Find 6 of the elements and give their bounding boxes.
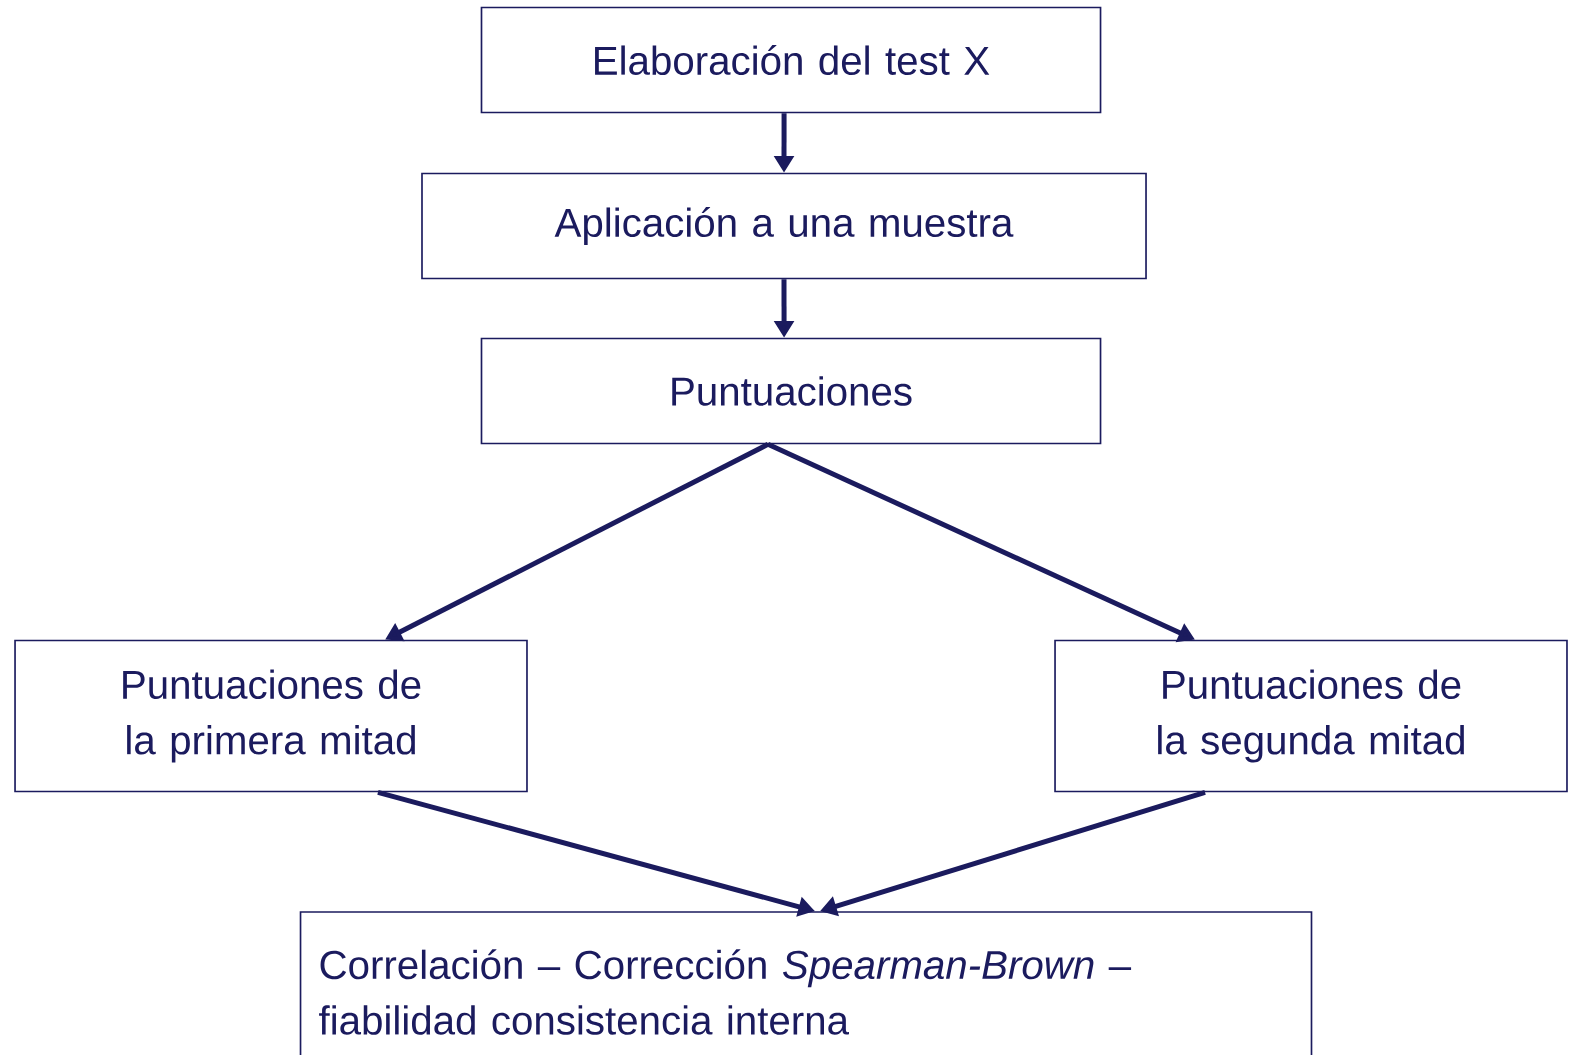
process-box: Elaboración del test X [480,6,1102,114]
process-box: Puntuaciones de la primera mitad [14,639,528,793]
process-box: Correlación – Corrección Spearman-Brown – fiabilidad consistencia interna [299,911,1313,1055]
process-box: Puntuaciones [480,337,1102,445]
process-box: Aplicación a una muestra [421,172,1147,280]
process-box: Puntuaciones de la segunda mitad [1054,639,1568,793]
